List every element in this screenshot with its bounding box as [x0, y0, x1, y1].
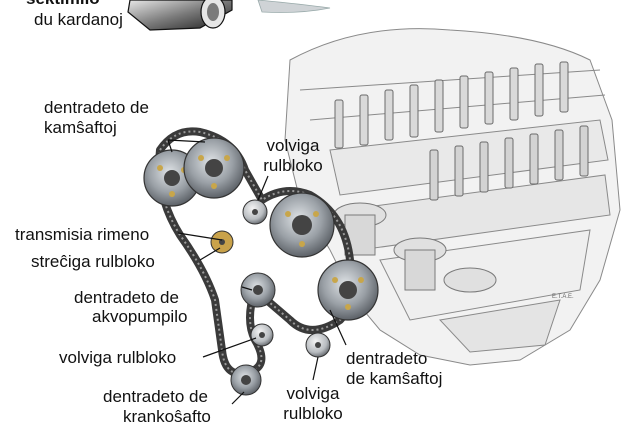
label-camshaft-sprockets-top-line1: dentradeto de [44, 98, 149, 117]
label-idler-bottom-line2: rulbloko [278, 404, 348, 423]
label-cardan-joint-line1: ŝektimilo [26, 0, 100, 8]
water-pump-sprocket [241, 273, 275, 307]
cam-sprocket-right-1 [270, 193, 334, 257]
idler-pulley-bottom [306, 333, 330, 357]
label-idler-top-line1: volviga [258, 136, 328, 155]
label-camshaft-right-line1: dentradeto [346, 349, 427, 368]
label-idler-bottom-line1: volviga [278, 384, 348, 403]
crankshaft-sprocket [231, 365, 261, 395]
label-idler-left: volviga rulbloko [59, 348, 176, 367]
label-water-pump-line1: dentradeto de [74, 288, 179, 307]
cam-sprocket-right-2 [318, 260, 378, 320]
idler-pulley-top [243, 200, 267, 224]
artist-signature: E.T.A.E. [552, 294, 574, 300]
label-crankshaft-line2: krankoŝafto [123, 407, 211, 426]
label-camshaft-right-line2: de kamŝaftoj [346, 369, 442, 388]
tensioner-pulley [211, 231, 233, 253]
cam-sprocket-left-2 [184, 138, 244, 198]
label-cardan-joint-line2: du kardanoj [34, 10, 123, 29]
cardan-joint-illustration [128, 0, 330, 30]
label-idler-top-line2: rulbloko [258, 156, 328, 175]
label-camshaft-sprockets-top-line2: kamŝaftoj [44, 118, 117, 137]
label-crankshaft-line1: dentradeto de [103, 387, 208, 406]
label-timing-belt: transmisia rimeno [15, 225, 149, 244]
label-water-pump-line2: akvopumpilo [92, 307, 187, 326]
label-tensioner: streĉiga rulbloko [31, 252, 155, 271]
idler-pulley-left [251, 324, 273, 346]
